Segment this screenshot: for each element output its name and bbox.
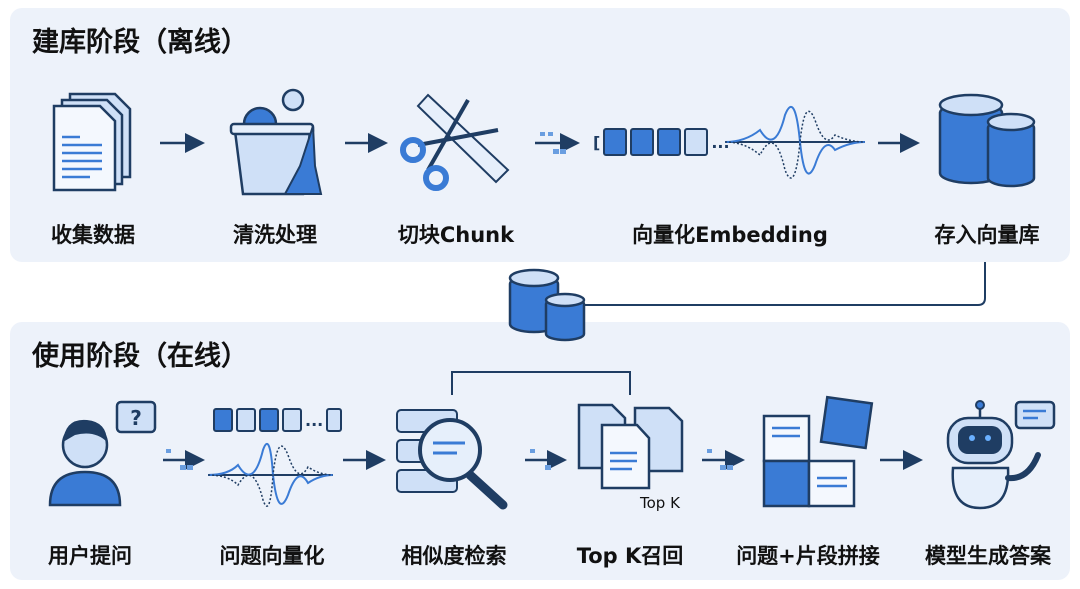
embedding-vector: [ ... (593, 128, 730, 156)
step-label: Top K召回 (576, 544, 684, 568)
documents-icon (52, 92, 132, 192)
robot-icon (946, 400, 1056, 510)
online-title: 使用阶段（在线） (32, 341, 248, 372)
step-label: 清洗处理 (233, 223, 317, 247)
cleaning-bucket-icon (229, 88, 323, 196)
vector-ellipsis: ... (711, 132, 730, 152)
step-label: 向量化Embedding (632, 223, 828, 247)
database-icon (508, 268, 586, 342)
documents-icon (577, 403, 684, 490)
puzzle-icon (762, 395, 874, 508)
magnifier-search-icon (396, 409, 508, 510)
step-label: 相似度检索 (401, 544, 507, 568)
query-vector: ... (213, 408, 343, 432)
step-label: 收集数据 (51, 223, 135, 247)
svg-text:?: ? (130, 406, 142, 430)
top-k-caption: Top K (640, 494, 680, 512)
scissors-icon (400, 93, 510, 191)
bracket-open: [ (593, 132, 601, 152)
step-label: 问题向量化 (219, 544, 325, 568)
embedding-wave-icon (724, 106, 866, 179)
step-label: 问题+片段拼接 (736, 544, 880, 568)
step-label: 用户提问 (48, 544, 132, 568)
step-label: 切块Chunk (397, 223, 515, 247)
step-label: 存入向量库 (934, 223, 1040, 247)
database-icon (938, 93, 1036, 188)
user-question-icon: ? (48, 400, 157, 507)
offline-title: 建库阶段（离线） (32, 27, 248, 58)
vector-ellipsis: ... (305, 410, 324, 430)
embedding-wave-icon (207, 443, 334, 507)
step-label: 模型生成答案 (925, 544, 1051, 568)
